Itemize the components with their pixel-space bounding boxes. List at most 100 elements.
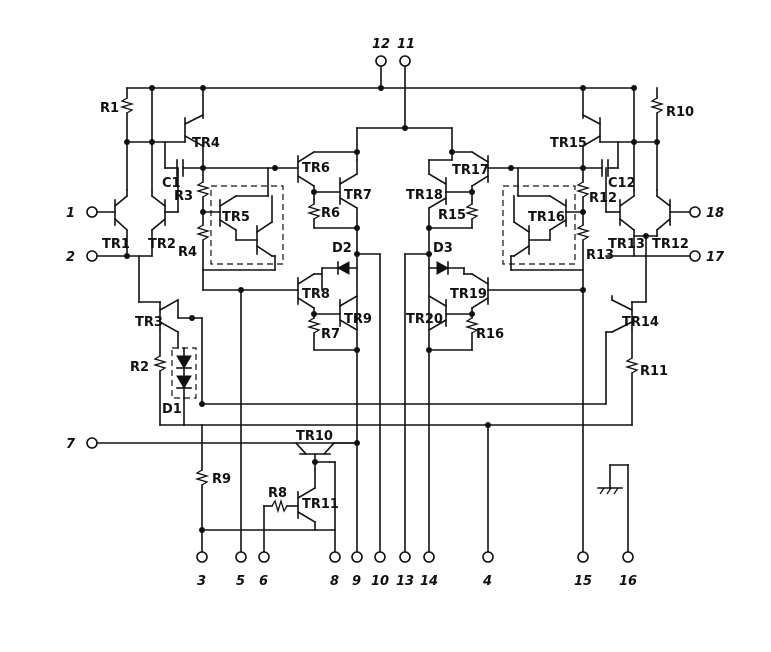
tr11-label: TR11 bbox=[302, 497, 339, 512]
transistor-tr14: TR14 bbox=[605, 298, 659, 334]
transistor-tr3: TR3 bbox=[135, 298, 180, 334]
r7-label: R7 bbox=[321, 327, 340, 342]
tr12-label: TR12 bbox=[652, 237, 689, 252]
tr1-label: TR1 bbox=[102, 237, 130, 252]
d2-label: D2 bbox=[332, 241, 352, 256]
r11-label: R11 bbox=[640, 364, 668, 379]
transistor-tr5: TR5 bbox=[202, 167, 269, 241]
pin-12: 12 bbox=[372, 37, 390, 67]
transistor-tr8: TR8 bbox=[296, 272, 330, 310]
d3-label: D3 bbox=[433, 241, 453, 256]
pin-5: 5 bbox=[235, 551, 247, 589]
tr3-label: TR3 bbox=[135, 315, 163, 330]
transistor-tr9: TR9 bbox=[313, 294, 372, 332]
resistor-r7: R7 bbox=[306, 317, 358, 351]
transistor-tr12: TR12 bbox=[652, 189, 689, 252]
resistor-r13: R13 bbox=[575, 224, 614, 553]
pin-3: 3 bbox=[196, 551, 208, 589]
tr19-label: TR19 bbox=[450, 287, 487, 302]
r13-label: R13 bbox=[586, 248, 614, 263]
pin-17-label: 17 bbox=[706, 250, 725, 265]
transistor-tr20: TR20 bbox=[406, 294, 473, 332]
transistor-tr19: TR19 bbox=[450, 272, 490, 310]
pin-7: 7 bbox=[66, 437, 98, 452]
r9-label: R9 bbox=[212, 472, 231, 487]
r10-label: R10 bbox=[666, 105, 694, 120]
r1-label: R1 bbox=[100, 101, 119, 116]
transistor-tr17: TR17 bbox=[451, 150, 490, 201]
tr20-label: TR20 bbox=[406, 312, 443, 327]
tr14-label: TR14 bbox=[622, 315, 659, 330]
tr4-label: TR4 bbox=[192, 136, 220, 151]
pin-16: 16 bbox=[619, 551, 637, 589]
pin-9: 9 bbox=[351, 551, 363, 589]
diode-d2: D2 bbox=[321, 241, 358, 275]
pin-10: 10 bbox=[371, 551, 389, 589]
pin-8: 8 bbox=[329, 551, 341, 589]
tr13-label: TR13 bbox=[608, 237, 645, 252]
pin-12-label: 12 bbox=[372, 37, 390, 52]
resistor-r8: R8 bbox=[263, 486, 299, 514]
transistor-tr10: TR10 bbox=[294, 429, 358, 471]
pin-2-label: 2 bbox=[66, 250, 75, 265]
capacitor-c12: C12 bbox=[582, 141, 636, 191]
ground-symbol bbox=[597, 464, 629, 553]
pin-14: 14 bbox=[420, 551, 438, 589]
pin-9-label: 9 bbox=[352, 574, 361, 589]
resistor-r12: R12 bbox=[575, 167, 617, 226]
pin-1: 1 bbox=[66, 206, 98, 221]
pin-6: 6 bbox=[258, 551, 270, 589]
r2-label: R2 bbox=[130, 360, 149, 375]
capacitor-c1: C1 bbox=[162, 141, 204, 191]
pin-6-label: 6 bbox=[259, 574, 268, 589]
resistor-r2: R2 bbox=[130, 329, 168, 426]
c12-label: C12 bbox=[608, 176, 636, 191]
pin-18: 18 bbox=[689, 206, 724, 221]
pin-15: 15 bbox=[574, 551, 592, 589]
pin-18-label: 18 bbox=[706, 206, 724, 221]
tr18-label: TR18 bbox=[406, 188, 443, 203]
pin-2: 2 bbox=[66, 250, 98, 265]
pin-17: 17 bbox=[689, 250, 725, 265]
tr5-label: TR5 bbox=[222, 210, 250, 225]
r4-label: R4 bbox=[178, 245, 197, 260]
pin-7-label: 7 bbox=[66, 437, 76, 452]
r3-label: R3 bbox=[174, 189, 193, 204]
pin-11: 11 bbox=[397, 37, 415, 67]
pin-10-label: 10 bbox=[371, 574, 389, 589]
pin-3-label: 3 bbox=[197, 574, 206, 589]
resistor-r10: R10 bbox=[649, 87, 694, 191]
transistor-tr15: TR15 bbox=[550, 87, 602, 169]
transistor-tr18: TR18 bbox=[406, 159, 473, 210]
r15-label: R15 bbox=[438, 208, 466, 223]
pin-16-label: 16 bbox=[619, 574, 637, 589]
transistor-tr13: TR13 bbox=[608, 189, 645, 257]
pin-4-label: 4 bbox=[482, 574, 492, 589]
resistor-r11: R11 bbox=[624, 329, 668, 426]
d1-label: D1 bbox=[162, 402, 182, 417]
resistor-r6: R6 bbox=[306, 199, 358, 229]
tr15-label: TR15 bbox=[550, 136, 587, 151]
resistor-r15: R15 bbox=[428, 199, 480, 229]
transistor-tr7: TR7 bbox=[313, 159, 372, 210]
pin-1-label: 1 bbox=[66, 206, 75, 221]
pin-4: 4 bbox=[482, 551, 494, 589]
transistor-tr6: TR6 bbox=[296, 150, 358, 201]
pin-8-label: 8 bbox=[330, 574, 339, 589]
tr10-label: TR10 bbox=[296, 429, 333, 444]
pin-5-label: 5 bbox=[236, 574, 245, 589]
pin-15-label: 15 bbox=[574, 574, 592, 589]
r12-label: R12 bbox=[589, 191, 617, 206]
c1-label: C1 bbox=[162, 176, 181, 191]
transistor-tr11: TR11 bbox=[296, 469, 339, 531]
pin-13: 13 bbox=[396, 551, 414, 589]
tr9-label: TR9 bbox=[344, 312, 372, 327]
resistor-r4: R4 bbox=[178, 224, 211, 291]
r16-label: R16 bbox=[476, 327, 504, 342]
r6-label: R6 bbox=[321, 206, 340, 221]
resistor-r1: R1 bbox=[100, 87, 135, 191]
transistor-tr4: TR4 bbox=[183, 87, 220, 169]
diode-d3: D3 bbox=[428, 241, 465, 275]
transistor-tr1: TR1 bbox=[102, 189, 130, 257]
